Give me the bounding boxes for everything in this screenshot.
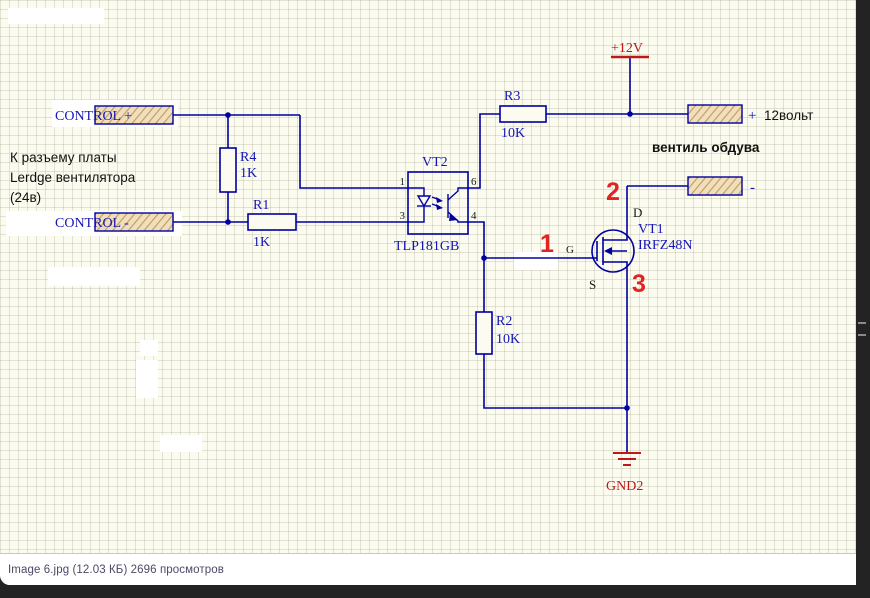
connector-control-plus [94, 105, 174, 125]
scroll-tick[interactable] [858, 322, 866, 324]
annotation-3: 3 [632, 270, 646, 298]
erased-patch [136, 360, 158, 398]
output-minus-sign: - [750, 180, 755, 196]
mosfet-body [591, 229, 635, 273]
mosfet-source-label: S [589, 277, 596, 292]
erased-patch [140, 340, 158, 356]
connector-fan-minus [687, 176, 743, 196]
led-arrow [436, 204, 443, 210]
mosfet-ref-label: VT1 [638, 222, 664, 237]
mosfet-source-lead [603, 261, 628, 408]
annotation-1: 1 [540, 230, 554, 258]
r4-value-label: 1K [240, 166, 257, 181]
opto-part-label: TLP181GB [394, 239, 459, 254]
wire-r2-bottom [483, 354, 627, 409]
wire-to-opto-pin1 [299, 115, 408, 189]
resistor-r2-body [475, 311, 493, 355]
opto-ref-label: VT2 [422, 155, 448, 170]
r2-value-label: 10K [496, 332, 520, 347]
mosfet-part-label: IRFZ48N [638, 238, 692, 253]
annotation-2: 2 [606, 178, 620, 206]
ground-label: GND2 [606, 479, 643, 494]
schematic-diagram: 1 3 6 4 VT2 TLP181GB [6, 8, 813, 494]
opto-pin3-number: 3 [400, 210, 406, 222]
ground-gnd2: GND2 [606, 452, 643, 494]
mosfet-drain-label: D [633, 205, 642, 220]
schematic-canvas: 1 3 6 4 VT2 TLP181GB [0, 0, 856, 554]
resistor-r4-body [219, 147, 237, 193]
wire-opto-pin4-down [468, 221, 485, 312]
connector-boxes [94, 104, 743, 232]
resistor-r1-body [247, 213, 297, 231]
r4-ref-label: R4 [240, 150, 256, 165]
erased-patch [514, 252, 558, 270]
junction-dot [225, 112, 231, 118]
mosfet-gate-label: G [566, 244, 574, 256]
mosfet-vt1: D G S VT1 IRFZ48N [566, 186, 692, 408]
note-line-1: К разъему платы [10, 150, 117, 165]
erased-patch [160, 435, 202, 452]
erased-patch [48, 267, 140, 286]
optocoupler-vt2: 1 3 6 4 VT2 TLP181GB [394, 155, 477, 254]
resistor-r3-body [499, 105, 547, 123]
image-panel: 1 3 6 4 VT2 TLP181GB [0, 0, 856, 585]
erased-patch [8, 8, 104, 24]
junction-dot [481, 255, 487, 261]
junction-dot [225, 219, 231, 225]
opto-pin6-number: 6 [471, 176, 477, 188]
rail-12v-label: +12V [611, 41, 643, 56]
image-caption-bar: Image 6.jpg (12.03 КБ) 2696 просмотров [0, 553, 856, 585]
r1-value-label: 1K [253, 235, 270, 250]
output-voltage-label: 12вольт [764, 108, 813, 123]
opto-pin1-number: 1 [400, 176, 406, 188]
note-line-3: (24в) [10, 190, 41, 205]
r3-value-label: 10K [501, 126, 525, 141]
led-arrow [436, 197, 443, 203]
optocoupler-transistor [447, 187, 468, 223]
power-rail-12v: +12V [611, 41, 649, 59]
mosfet-drain-lead [603, 186, 628, 241]
emitter-arrow [449, 213, 458, 221]
fan-output-label: вентиль обдува [652, 140, 760, 155]
junction-dots [225, 111, 633, 411]
control-plus-label: CONTROL + [55, 109, 132, 124]
opto-pin4-number: 4 [471, 210, 477, 222]
connector-fan-plus [687, 104, 743, 124]
r2-ref-label: R2 [496, 314, 512, 329]
image-caption: Image 6.jpg (12.03 КБ) 2696 просмотров [8, 563, 224, 576]
r3-ref-label: R3 [504, 89, 520, 104]
connector-control-minus [94, 212, 174, 232]
resistors [219, 105, 547, 355]
control-minus-label: CONTROL - [55, 216, 129, 231]
scroll-tick[interactable] [858, 334, 866, 336]
optocoupler-body [407, 171, 469, 235]
note-line-2: Lerdge вентилятора [10, 170, 136, 185]
r1-ref-label: R1 [253, 198, 269, 213]
wire-opto-pin6-to-r3 [468, 113, 500, 189]
wires [173, 57, 688, 452]
junction-dot [627, 111, 633, 117]
mosfet-arrow [604, 247, 612, 255]
optocoupler-led [408, 187, 443, 223]
output-plus-sign: + [748, 108, 756, 124]
